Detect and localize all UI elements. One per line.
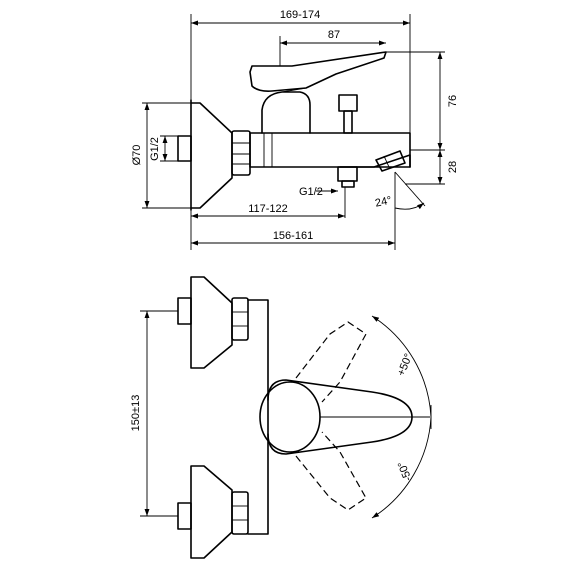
dim-arc-rotate-minus — [371, 416, 432, 519]
label-spout-angle: 24° — [374, 194, 393, 209]
label-spout-reach: 156-161 — [273, 230, 313, 242]
top-mixer-body — [247, 299, 269, 535]
label-centers: 150±13 — [130, 395, 142, 432]
label-inlet-diameter: Ø70 — [131, 145, 143, 166]
side-view: 169-174 87 76 28 Ø70 G1/2 G1/2 117-122 1… — [131, 9, 459, 250]
label-rotate-plus: +50° — [395, 352, 415, 378]
dim-arc-rotate-plus — [371, 315, 432, 418]
top-lever-ghost-minus50 — [295, 431, 367, 511]
side-wall-flange — [190, 102, 233, 209]
label-rotate-minus: -50° — [396, 459, 415, 482]
label-width-total: 169-174 — [280, 9, 320, 21]
side-inlet-pipe — [177, 135, 192, 162]
side-mixer-body — [249, 132, 411, 168]
side-spout-angle-line — [394, 171, 426, 207]
label-lever-height: 76 — [447, 95, 459, 107]
dim-arc-spout-angle — [394, 202, 425, 210]
side-spout — [339, 150, 411, 172]
side-diverter-knob — [338, 94, 358, 134]
label-outlet-offset: 117-122 — [248, 203, 288, 215]
label-lever-length: 87 — [328, 29, 340, 41]
label-outlet-thread: G1/2 — [299, 186, 323, 198]
top-upper-flange — [177, 276, 249, 369]
side-hex-nut — [231, 130, 251, 176]
top-view: 150±13 +50° -50° — [130, 276, 432, 559]
top-lower-flange — [177, 465, 249, 559]
top-lever — [259, 379, 430, 455]
top-lever-ghost-plus50 — [295, 321, 367, 403]
label-spout-height: 28 — [447, 161, 459, 173]
side-lever — [249, 51, 387, 134]
side-outlet-connector — [337, 166, 358, 188]
label-inlet-thread: G1/2 — [149, 137, 161, 161]
